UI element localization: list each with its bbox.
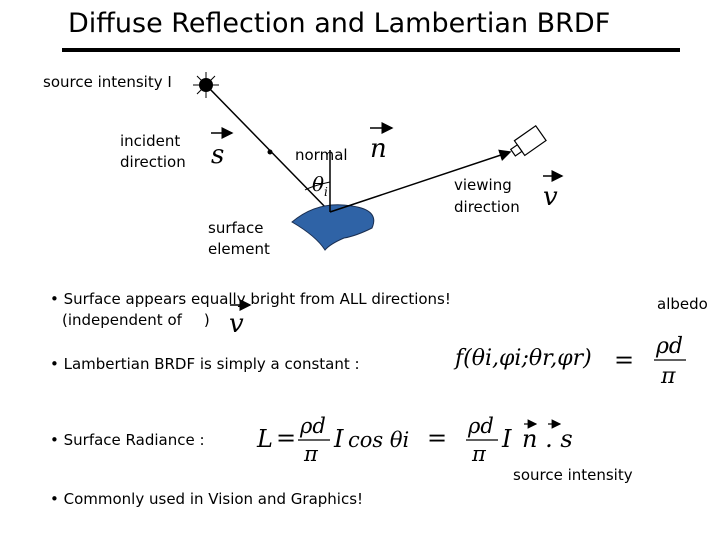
radiance-pi-2: π xyxy=(472,442,486,466)
bullet-1-line-2: (independent of) xyxy=(62,311,210,329)
brdf-equals: = xyxy=(614,346,635,374)
bullet-1-prefix: (independent of xyxy=(62,311,182,329)
camera-icon xyxy=(509,124,547,157)
radiance-equals-2: = xyxy=(427,424,448,452)
radiance-equals-1: = xyxy=(276,424,297,452)
surface-element-label-2: element xyxy=(208,240,270,258)
brdf-rho-d: ρd xyxy=(656,334,684,359)
radiance-rho-d-1: ρd xyxy=(300,414,326,438)
incident-vector-symbol: s xyxy=(211,140,225,170)
radiance-I-2: I xyxy=(502,425,512,453)
angle-arc xyxy=(304,181,331,191)
radiance-n-dot-s: n . s xyxy=(522,425,573,453)
incident-direction-label-2: direction xyxy=(120,153,186,171)
radiance-cos-theta: cos θi xyxy=(348,428,410,452)
incident-angle-symbol: θi xyxy=(312,172,328,199)
theta-symbol: θ xyxy=(312,172,325,196)
bullet-4-text: Commonly used in Vision and Graphics! xyxy=(63,490,364,508)
radiance-I-1: I xyxy=(334,425,344,453)
radiance-L: L xyxy=(257,425,273,453)
bullet-1-text: Surface appears equally bright from ALL … xyxy=(63,290,451,308)
bullet-1-line-1: • Surface appears equally bright from AL… xyxy=(50,290,451,308)
slide-title: Diffuse Reflection and Lambertian BRDF xyxy=(68,8,611,39)
bullet-4: • Commonly used in Vision and Graphics! xyxy=(50,490,364,508)
normal-label: normal xyxy=(295,146,348,164)
surface-element-label-1: surface xyxy=(208,219,264,237)
bullet-3: • Surface Radiance : xyxy=(50,431,205,449)
brdf-pi: π xyxy=(661,364,676,389)
bullet-2: • Lambertian BRDF is simply a constant : xyxy=(50,355,360,373)
viewing-direction-label-1: viewing xyxy=(454,176,512,194)
viewing-ray xyxy=(329,149,512,213)
bullet-1-suffix: ) xyxy=(203,311,210,329)
title-underline xyxy=(62,48,680,52)
incident-direction-label-1: incident xyxy=(120,132,181,150)
incident-ray-dot xyxy=(267,149,273,155)
theta-subscript: i xyxy=(324,185,328,199)
source-intensity-note: source intensity xyxy=(513,466,633,484)
bullet-1-v-symbol: v xyxy=(229,309,244,339)
brdf-function: f(θi,φi;θr,φr) xyxy=(455,346,592,371)
incident-ray xyxy=(205,84,331,213)
radiance-pi-1: π xyxy=(304,442,318,466)
bullet-3-text: Surface Radiance : xyxy=(63,431,205,449)
source-intensity-label: source intensity I xyxy=(43,73,172,91)
albedo-label: albedo xyxy=(657,295,708,313)
normal-vector-symbol: n xyxy=(370,134,387,164)
bullet-2-text: Lambertian BRDF is simply a constant : xyxy=(63,355,360,373)
surface-element xyxy=(291,204,375,251)
viewing-direction-label-2: direction xyxy=(454,198,520,216)
viewing-vector-symbol: v xyxy=(543,182,558,212)
radiance-rho-d-2: ρd xyxy=(468,414,494,438)
